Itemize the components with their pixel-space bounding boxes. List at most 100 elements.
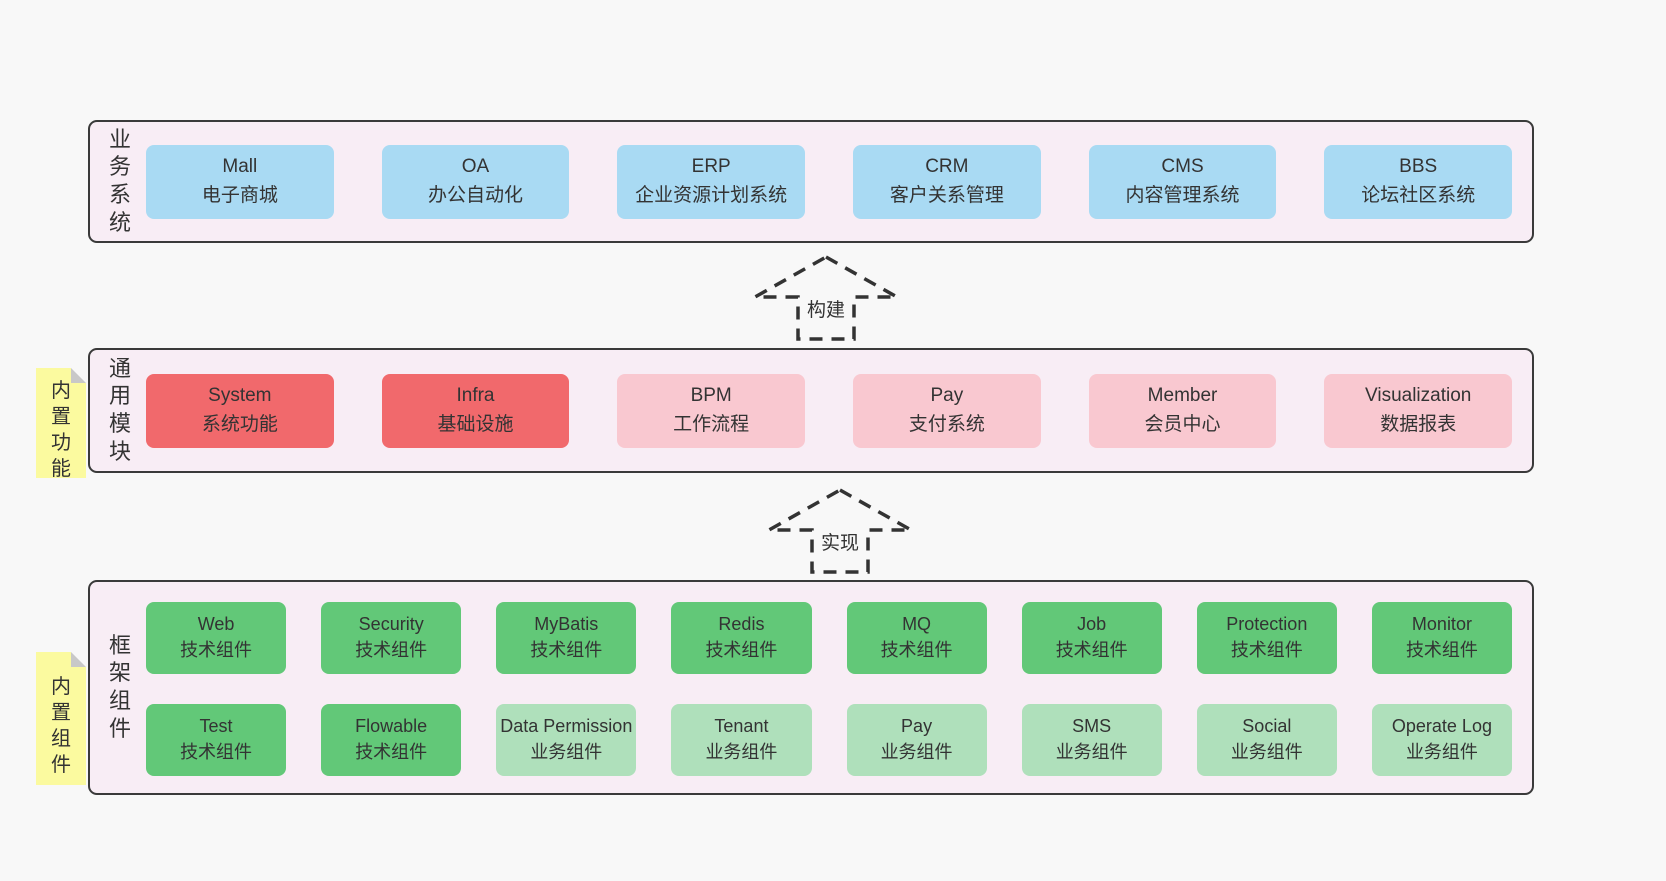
- box-title: Pay: [901, 716, 933, 737]
- panel-business-systems: 业务系统 Mall 电子商城 OA 办公自动化 ERP 企业资源计划系统 CRM…: [88, 120, 1534, 243]
- business-box-row: Mall 电子商城 OA 办公自动化 ERP 企业资源计划系统 CRM 客户关系…: [146, 144, 1513, 219]
- components-box-row-1: Web 技术组件 Security 技术组件 MyBatis 技术组件 Redi…: [146, 602, 1512, 674]
- box-title: System: [208, 385, 272, 406]
- box-title: Redis: [718, 614, 765, 635]
- box-cms: CMS 内容管理系统: [1088, 144, 1277, 219]
- dashed-up-arrow-icon: [765, 487, 915, 574]
- box-subtitle: 办公自动化: [428, 184, 524, 206]
- panel-framework-components: 框架组件 Web 技术组件 Security 技术组件 MyBatis 技术组件…: [88, 580, 1534, 795]
- box-subtitle: 业务组件: [530, 742, 603, 762]
- box-redis: Redis 技术组件: [671, 602, 812, 674]
- box-title: Monitor: [1411, 614, 1472, 635]
- box-title: Operate Log: [1391, 716, 1492, 737]
- components-box-row-2: Test 技术组件 Flowable 技术组件 Data Permission …: [146, 704, 1512, 776]
- box-crm: CRM 客户关系管理: [853, 144, 1041, 219]
- box-title: BBS: [1399, 156, 1438, 177]
- box-title: Security: [358, 614, 424, 635]
- arrow-build-up-icon: 构建: [751, 253, 901, 343]
- box-pay-component: Pay 业务组件: [846, 704, 987, 776]
- box-mq: MQ 技术组件: [846, 602, 987, 674]
- box-title: ERP: [691, 156, 731, 177]
- box-subtitle: 支付系统: [908, 413, 985, 435]
- box-subtitle: 技术组件: [705, 640, 778, 660]
- box-subtitle: 电子商城: [201, 184, 278, 206]
- box-title: CRM: [925, 156, 969, 177]
- box-title: Member: [1147, 385, 1218, 406]
- box-title: CMS: [1161, 156, 1204, 177]
- box-title: OA: [461, 156, 490, 177]
- box-subtitle: 企业资源计划系统: [635, 184, 788, 206]
- box-subtitle: 技术组件: [880, 640, 953, 660]
- box-subtitle: 业务组件: [1055, 742, 1128, 762]
- box-mybatis: MyBatis 技术组件: [496, 602, 637, 674]
- box-title: Test: [199, 716, 233, 737]
- box-title: MQ: [902, 614, 932, 635]
- panel-business-vertical-label: 业务系统: [108, 126, 131, 236]
- box-title: Visualization: [1365, 385, 1472, 406]
- box-title: Job: [1077, 614, 1107, 635]
- sticky-label: 内置功能: [51, 380, 71, 481]
- box-flowable: Flowable 技术组件: [321, 704, 462, 776]
- box-subtitle: 论坛社区系统: [1361, 184, 1476, 206]
- box-web: Web 技术组件: [146, 602, 287, 674]
- box-subtitle: 技术组件: [1405, 640, 1478, 660]
- box-title: Infra: [456, 385, 495, 406]
- box-title: SMS: [1072, 716, 1112, 737]
- box-security: Security 技术组件: [321, 602, 462, 674]
- panel-modules-vertical-label: 通用模块: [108, 355, 131, 465]
- box-subtitle: 技术组件: [355, 640, 428, 660]
- box-title: Flowable: [355, 716, 428, 737]
- panel-components-vertical-label: 框架组件: [108, 632, 131, 742]
- box-subtitle: 业务组件: [1405, 742, 1478, 762]
- sticky-note-builtin-features: 内置功能: [36, 368, 86, 480]
- box-subtitle: 客户关系管理: [889, 184, 1004, 206]
- box-visualization: Visualization 数据报表: [1324, 373, 1513, 448]
- box-erp: ERP 企业资源计划系统: [617, 144, 806, 219]
- box-subtitle: 技术组件: [1230, 640, 1303, 660]
- box-infra: Infra 基础设施: [381, 373, 570, 448]
- sticky-note-builtin-components: 内置组件: [36, 652, 86, 785]
- box-test: Test 技术组件: [146, 704, 287, 776]
- arrow-implement-up-icon: 实现: [765, 486, 915, 576]
- box-member: Member 会员中心: [1088, 373, 1277, 448]
- box-subtitle: 业务组件: [880, 742, 953, 762]
- box-subtitle: 技术组件: [180, 640, 253, 660]
- box-oa: OA 办公自动化: [381, 144, 570, 219]
- box-job: Job 技术组件: [1021, 602, 1162, 674]
- box-subtitle: 技术组件: [355, 742, 428, 762]
- box-mall: Mall 电子商城: [146, 144, 334, 219]
- box-subtitle: 技术组件: [530, 640, 603, 660]
- box-title: Mall: [222, 156, 258, 177]
- box-subtitle: 基础设施: [437, 413, 514, 435]
- box-bbs: BBS 论坛社区系统: [1324, 144, 1513, 219]
- box-tenant: Tenant 业务组件: [671, 704, 812, 776]
- box-subtitle: 系统功能: [201, 413, 278, 435]
- box-subtitle: 业务组件: [1230, 742, 1303, 762]
- folded-corner-icon: [71, 368, 86, 383]
- box-title: Data Permission: [500, 716, 633, 737]
- sticky-label: 内置组件: [51, 675, 71, 776]
- box-sms: SMS 业务组件: [1021, 704, 1162, 776]
- box-system: System 系统功能: [146, 373, 334, 448]
- dashed-up-arrow-icon: [751, 254, 901, 341]
- panel-common-modules: 通用模块 System 系统功能 Infra 基础设施 BPM 工作流程 Pay…: [88, 348, 1534, 473]
- box-subtitle: 业务组件: [705, 742, 778, 762]
- box-title: Pay: [930, 385, 964, 406]
- box-protection: Protection 技术组件: [1196, 602, 1337, 674]
- arrow-implement-label: 实现: [817, 528, 863, 555]
- box-title: BPM: [690, 385, 732, 406]
- box-subtitle: 内容管理系统: [1125, 184, 1240, 206]
- box-title: Tenant: [714, 716, 769, 737]
- box-monitor: Monitor 技术组件: [1371, 602, 1512, 674]
- arrow-build-label: 构建: [803, 295, 849, 322]
- box-social: Social 业务组件: [1196, 704, 1337, 776]
- box-title: Protection: [1226, 614, 1308, 635]
- box-operate-log: Operate Log 业务组件: [1371, 704, 1512, 776]
- box-pay-module: Pay 支付系统: [853, 373, 1041, 448]
- box-data-permission: Data Permission 业务组件: [496, 704, 637, 776]
- box-subtitle: 技术组件: [1055, 640, 1128, 660]
- box-subtitle: 技术组件: [180, 742, 253, 762]
- box-title: Web: [197, 614, 235, 635]
- box-title: MyBatis: [534, 614, 599, 635]
